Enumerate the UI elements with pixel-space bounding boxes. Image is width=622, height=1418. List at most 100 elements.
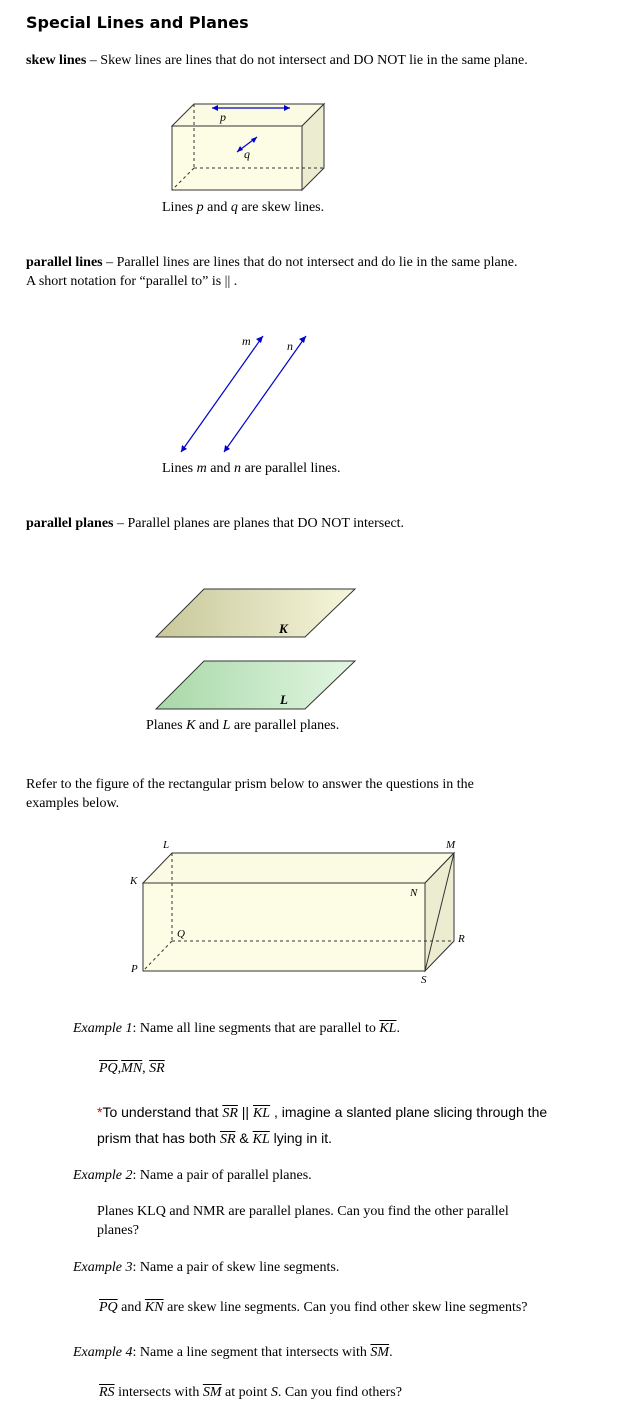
arrow-head (299, 336, 306, 343)
example-label: Example 3 (73, 1260, 133, 1275)
vertex-k: K (129, 875, 138, 887)
caption-text: Lines (162, 200, 197, 215)
arrow-head (284, 105, 290, 111)
box-hidden-edge (171, 167, 195, 191)
vertex-l: L (162, 839, 169, 851)
note-text: To understand that (102, 1104, 223, 1120)
answer-text: and (117, 1300, 145, 1315)
label-plane-k: K (278, 621, 289, 636)
parallel-planes-figure: K L (154, 588, 357, 710)
caption-text: Planes (146, 718, 187, 733)
example-text: : Name a pair of parallel planes. (132, 1168, 312, 1183)
caption-text: are parallel planes. (230, 718, 340, 733)
answer-text: are skew line segments. Can you find oth… (163, 1300, 528, 1315)
vertex-s: S (421, 974, 427, 986)
plane-l (154, 660, 357, 710)
box-top-face (170, 103, 326, 127)
point-label: S (270, 1385, 278, 1400)
caption-var: q (230, 200, 238, 215)
answer-text: . Can you find others? (277, 1385, 402, 1400)
caption-text: are parallel lines. (240, 461, 341, 476)
parallel-lines-def: – Parallel lines are lines that do not i… (102, 255, 518, 270)
example-2-question: Example 2: Name a pair of parallel plane… (73, 1168, 312, 1184)
caption-var: L (222, 718, 231, 733)
vertex-q: Q (177, 928, 185, 940)
note-text: prism that has both (97, 1130, 220, 1146)
caption-text: Lines (162, 461, 197, 476)
prism-top-face (141, 852, 456, 884)
parallel-lines-definition: parallel lines – Parallel lines are line… (26, 255, 517, 271)
caption-var: p (196, 200, 204, 215)
label-p: p (219, 110, 226, 124)
prism-front-face (142, 882, 426, 972)
example-text: . (396, 1021, 400, 1036)
rectangular-prism: L M K N Q R P S (129, 839, 465, 986)
label-plane-l: L (279, 692, 288, 707)
note-text: || (237, 1104, 253, 1120)
segment-label: SM (202, 1385, 222, 1400)
segment-label: PQ (99, 1061, 118, 1076)
segment-label: SR (222, 1106, 238, 1121)
segment-label: PQ (99, 1300, 118, 1315)
arrow-head (224, 445, 230, 452)
segment-label: KL (252, 1106, 271, 1121)
arrow-head (181, 445, 187, 452)
example-text: : Name a line segment that intersects wi… (132, 1345, 371, 1360)
vertex-n: N (409, 887, 418, 899)
example-1-answer: PQ,MN, SR (99, 1061, 165, 1077)
parallel-planes-caption: Planes K and L are parallel planes. (146, 718, 339, 734)
answer-text: at point (221, 1385, 271, 1400)
skew-lines-caption: Lines p and q are skew lines. (162, 200, 324, 216)
segment-label: SR (219, 1132, 236, 1147)
line-m (180, 335, 264, 453)
parallel-planes-definition: parallel planes – Parallel planes are pl… (26, 516, 404, 532)
vertex-r: R (457, 933, 465, 945)
segment-label: SR (149, 1061, 165, 1076)
skew-lines-def: – Skew lines are lines that do not inter… (86, 53, 528, 68)
segment-label: KL (379, 1021, 397, 1036)
note-text: lying in it. (269, 1130, 333, 1146)
vertex-p: P (130, 963, 138, 975)
refer-line-2: examples below. (26, 796, 120, 811)
example-3-answer: PQ and KN are skew line segments. Can yo… (99, 1300, 528, 1316)
parallel-lines-figure: m n (180, 334, 307, 453)
example-2-answer-line-2: planes? (97, 1223, 139, 1238)
note-star: * (97, 1104, 103, 1120)
segment-label: SM (370, 1345, 390, 1360)
skew-lines-definition: skew lines – Skew lines are lines that d… (26, 53, 528, 69)
segment-label: KL (252, 1132, 270, 1147)
arrow-head (237, 146, 243, 152)
caption-text: and (203, 200, 231, 215)
example-1-note-line-1: *To understand that SR || KL , imagine a… (97, 1104, 547, 1122)
page-title: Special Lines and Planes (26, 13, 249, 32)
example-text: : Name a pair of skew line segments. (132, 1260, 340, 1275)
example-4-question: Example 4: Name a line segment that inte… (73, 1345, 393, 1361)
example-text: : Name all line segments that are parall… (132, 1021, 380, 1036)
caption-var: m (196, 461, 207, 476)
caption-text: are skew lines. (237, 200, 325, 215)
answer-text: intersects with (114, 1385, 203, 1400)
parallel-planes-def: – Parallel planes are planes that DO NOT… (113, 516, 405, 531)
vertex-m: M (445, 839, 456, 851)
arrow-head (256, 336, 263, 343)
separator: , (142, 1061, 150, 1076)
caption-var: n (233, 461, 241, 476)
parallel-notation: A short notation for “parallel to” is ||… (26, 274, 238, 289)
skew-lines-term: skew lines (26, 53, 87, 68)
example-4-answer: RS intersects with SM at point S. Can yo… (99, 1385, 402, 1401)
line-n (223, 335, 307, 453)
segment-label: KN (144, 1300, 164, 1315)
example-1-note-line-2: prism that has both SR & KL lying in it. (97, 1130, 332, 1148)
segment-sm (424, 852, 455, 972)
example-2-answer-line-1: Planes KLQ and NMR are parallel planes. … (97, 1204, 509, 1219)
parallel-lines-term: parallel lines (26, 255, 103, 270)
prism-hidden-edge (142, 940, 173, 972)
segment-label: RS (99, 1385, 115, 1400)
plane-k (154, 588, 357, 638)
separator: , (117, 1061, 122, 1076)
example-label: Example 1 (73, 1021, 133, 1036)
caption-var: K (186, 718, 196, 733)
parallel-planes-term: parallel planes (26, 516, 114, 531)
arrow-head (212, 105, 218, 111)
